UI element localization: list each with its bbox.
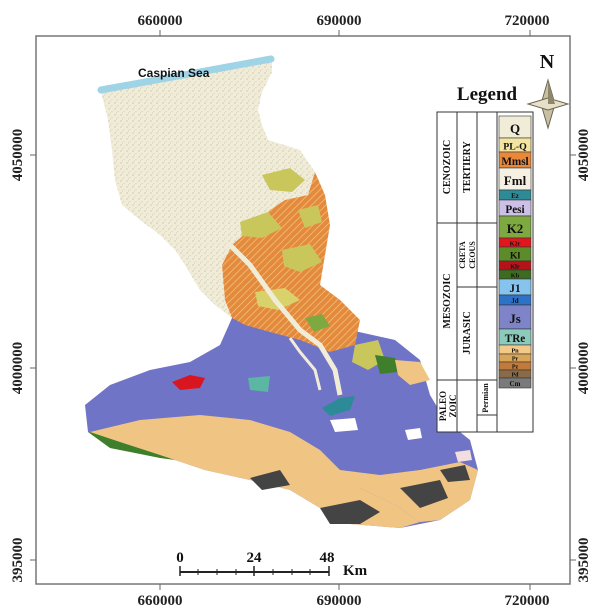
scale-label-24: 24 [247,550,263,566]
caspian-sea-label: Caspian Sea [138,66,210,80]
pliocene-patch-6 [352,340,385,370]
legend-code-kl: Kl [510,250,521,261]
paleozoic-tan-3 [395,360,430,385]
triassic-patch-1 [248,376,270,392]
y-tick-right-2: 4000000 [576,342,592,395]
white-patch-1 [330,418,358,432]
paleozoic-tan-2 [300,462,478,522]
legend-code-pz: Pz [512,365,519,371]
legend-code-q: Q [510,121,520,136]
scale-label-48: 48 [320,550,335,566]
legend-swatch-js [498,304,532,330]
legend-code-j1: J1 [509,283,521,295]
legend-title: Legend [457,84,518,105]
paleozoic-tan-1 [90,415,420,528]
era-paleo: PALEO [438,391,448,421]
period-creta: CRETA [458,241,467,269]
white-patch-3 [455,450,472,462]
x-tick-bottom-2: 690000 [317,593,362,609]
legend-code-pr: Pr [512,357,519,363]
cambrian-patch-1 [320,500,380,524]
scale-unit: Km [343,563,368,579]
era-zoic: ZOIC [448,394,458,417]
pliocene-patch-1 [262,168,305,192]
legend-code-fml: Fml [504,173,527,188]
pliocene-patch-3 [282,244,322,272]
era-mesozoic: MESOZOIC [442,273,453,328]
pliocene-patch-4 [255,288,300,310]
cretaceous-red-patch [172,375,205,390]
pliocene-patch-2 [240,212,282,238]
x-tick-bottom-1: 660000 [138,593,183,609]
north-label: N [540,51,555,73]
period-tertiery: TERTIERY [462,140,473,192]
legend-code-ez: Ez [511,192,519,200]
river-1 [228,243,343,396]
scale-bar [179,566,330,576]
period-ceous: CEOUS [468,241,477,269]
x-tick-bottom-3: 720000 [505,593,550,609]
y-tick-left-1: 4050000 [10,129,26,182]
river-2 [288,337,322,391]
white-patch-2 [405,428,422,440]
triassic-patch-2 [322,396,355,416]
period-jurasic: JURASIC [462,311,473,354]
legend-code-pn: Pn [511,347,519,354]
cambrian-patch-2 [400,480,448,508]
legend-code-k2r: K2r [510,240,521,247]
legend-swatch-cm [498,377,532,389]
x-tick-top-3: 720000 [505,13,550,29]
y-tick-right-1: 4050000 [576,129,592,182]
north-arrow-icon [526,78,570,130]
legend-code-pesi: Pesi [505,204,524,216]
quaternary-plain [100,57,315,318]
legend-code-mmsl: Mmsl [501,156,528,168]
caspian-sea [97,55,275,94]
legend-code-pl-q: PL-Q [503,141,527,152]
legend-code-jd: Jd [511,297,519,305]
pliocene-patch-5 [298,205,322,228]
legend-code-cm: Cm [510,380,521,388]
legend-code-kb: Kb [511,272,520,279]
y-tick-right-3: 395000 [576,538,592,583]
scale-label-0: 0 [176,550,184,566]
legend-code-pd: Pd [511,373,519,379]
legend-code-k2: K2 [507,221,524,236]
cretaceous-green-3 [375,355,398,374]
cretaceous-green-1 [305,314,330,332]
period-permian: Permian [481,383,490,413]
x-tick-top-1: 660000 [138,13,183,29]
legend-code-tre: TRe [505,333,526,345]
cambrian-patch-4 [440,465,470,482]
y-tick-left-3: 395000 [10,538,26,583]
legend-code-js: Js [509,311,521,326]
era-cenozoic: CENOZOIC [442,140,453,194]
frame-ticks [30,30,576,590]
y-tick-left-2: 4000000 [10,342,26,395]
x-tick-top-2: 690000 [317,13,362,29]
cambrian-patch-3 [250,470,290,490]
legend-swatches: Q PL-Q MmslFmlEzPesiK2K2rKlKlrKbJ1JdJsTReP… [498,115,532,389]
legend-code-klr: Klr [510,263,520,270]
